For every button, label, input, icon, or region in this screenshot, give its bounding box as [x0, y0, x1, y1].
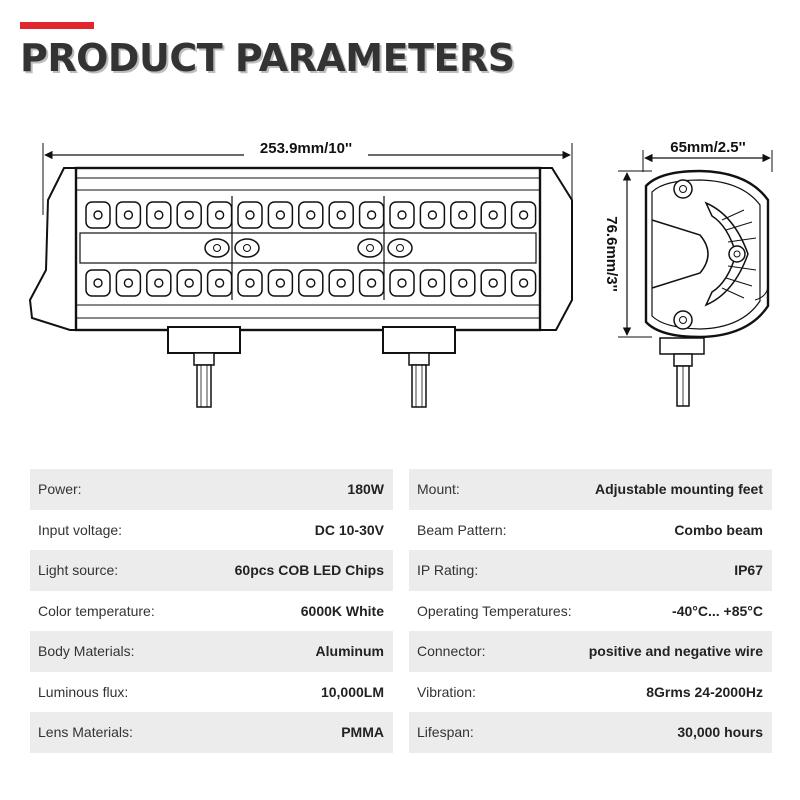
- top-led-chip: [275, 210, 286, 220]
- top-led-chip: [245, 210, 255, 220]
- top-led-chip: [458, 210, 468, 220]
- spec-row: Lifespan: 30,000 hours: [409, 712, 772, 753]
- bottom-led-chip: [306, 278, 316, 288]
- spec-label: Power:: [38, 481, 82, 498]
- led-row-bottom: [85, 269, 537, 297]
- bottom-led-chip: [214, 278, 225, 288]
- spec-value: Combo beam: [674, 521, 763, 538]
- bottom-led-chip: [93, 278, 103, 288]
- top-led-chip: [123, 210, 134, 220]
- spec-label: IP Rating:: [417, 562, 479, 579]
- spec-row: Body Materials: Aluminum: [30, 631, 393, 672]
- spec-value: Adjustable mounting feet: [595, 481, 763, 498]
- spec-row: Vibration: 8Grms 24-2000Hz: [409, 672, 772, 713]
- bottom-led-chip: [275, 278, 286, 288]
- spec-value: 60pcs COB LED Chips: [234, 562, 384, 579]
- spec-label: Light source:: [38, 562, 119, 579]
- spec-value: 180W: [347, 481, 384, 498]
- height-dimension: 76.6mm/3'': [603, 170, 652, 338]
- bottom-led-chip: [488, 278, 498, 288]
- spec-label: Operating Temperatures:: [417, 602, 572, 619]
- spec-row: Operating Temperatures: -40°C... +85°C: [409, 591, 772, 632]
- spec-label: Color temperature:: [38, 602, 155, 619]
- spec-column-left: Power: 180W Input voltage: DC 10-30V Light s…: [30, 469, 393, 753]
- spec-label: Body Materials:: [38, 643, 135, 660]
- spec-row: Lens Materials: PMMA: [30, 712, 393, 753]
- spec-row: Beam Pattern: Combo beam: [409, 510, 772, 551]
- spec-value: 30,000 hours: [677, 724, 763, 741]
- spec-row: Power: 180W: [30, 469, 393, 510]
- led-row-top: [85, 201, 537, 229]
- top-led-chip: [214, 210, 225, 220]
- spec-label: Lifespan:: [417, 724, 474, 741]
- top-led-chip: [366, 210, 377, 220]
- top-led-chip: [154, 210, 164, 220]
- bottom-led-chip: [123, 278, 134, 288]
- width-label: 65mm/2.5'': [670, 139, 746, 156]
- accent-bar: [20, 22, 94, 29]
- bottom-led-chip: [458, 278, 468, 288]
- spec-value: -40°C... +85°C: [672, 602, 763, 619]
- spec-label: Input voltage:: [38, 521, 123, 538]
- top-led-chip: [184, 210, 194, 220]
- top-led-chip: [488, 210, 498, 220]
- bottom-led-chip: [154, 278, 164, 288]
- length-label: 253.9mm/10'': [260, 140, 352, 157]
- page-title: PRODUCT PARAMETERS: [20, 36, 515, 80]
- spec-value: 10,000LM: [320, 683, 384, 700]
- spec-label: Luminous flux:: [38, 683, 129, 700]
- bottom-led-chip: [184, 278, 194, 288]
- bottom-led-chip: [427, 278, 438, 288]
- height-label: 76.6mm/3'': [603, 216, 620, 292]
- width-dimension: 65mm/2.5'': [642, 138, 773, 172]
- top-led-chip: [336, 210, 346, 220]
- bottom-led-chip: [518, 278, 529, 288]
- bottom-led-chip: [336, 278, 346, 288]
- top-led-chip: [93, 210, 103, 220]
- spec-label: Beam Pattern:: [417, 521, 507, 538]
- top-led-chip: [518, 210, 529, 220]
- light-bar-front-view: [28, 166, 573, 408]
- spec-value: positive and negative wire: [588, 643, 763, 660]
- spec-row: Connector: positive and negative wire: [409, 631, 772, 672]
- spec-value: Aluminum: [315, 643, 384, 660]
- spec-value: 6000K White: [300, 602, 384, 619]
- top-led-chip: [397, 210, 407, 220]
- spec-value: DC 10-30V: [314, 521, 384, 538]
- spec-row: Luminous flux: 10,000LM: [30, 672, 393, 713]
- spec-row: Light source: 60pcs COB LED Chips: [30, 550, 393, 591]
- top-led-chip: [427, 210, 438, 220]
- spec-label: Lens Materials:: [38, 724, 133, 741]
- spec-label: Mount:: [417, 481, 460, 498]
- spec-row: Mount: Adjustable mounting feet: [409, 469, 772, 510]
- spec-value: PMMA: [341, 724, 384, 741]
- spec-row: Input voltage: DC 10-30V: [30, 510, 393, 551]
- spec-row: IP Rating: IP67: [409, 550, 772, 591]
- spec-row: Color temperature: 6000K White: [30, 591, 393, 632]
- top-led-chip: [306, 210, 316, 220]
- light-bar-side-view: [644, 169, 770, 407]
- spec-value: IP67: [734, 562, 763, 579]
- spec-value: 8Grms 24-2000Hz: [646, 683, 763, 700]
- bottom-led-chip: [366, 278, 377, 288]
- bottom-led-chip: [245, 278, 255, 288]
- spec-label: Connector:: [417, 643, 486, 660]
- product-drawing: 253.9mm/10'': [28, 138, 773, 408]
- spec-label: Vibration:: [417, 683, 476, 700]
- bottom-led-chip: [397, 278, 407, 288]
